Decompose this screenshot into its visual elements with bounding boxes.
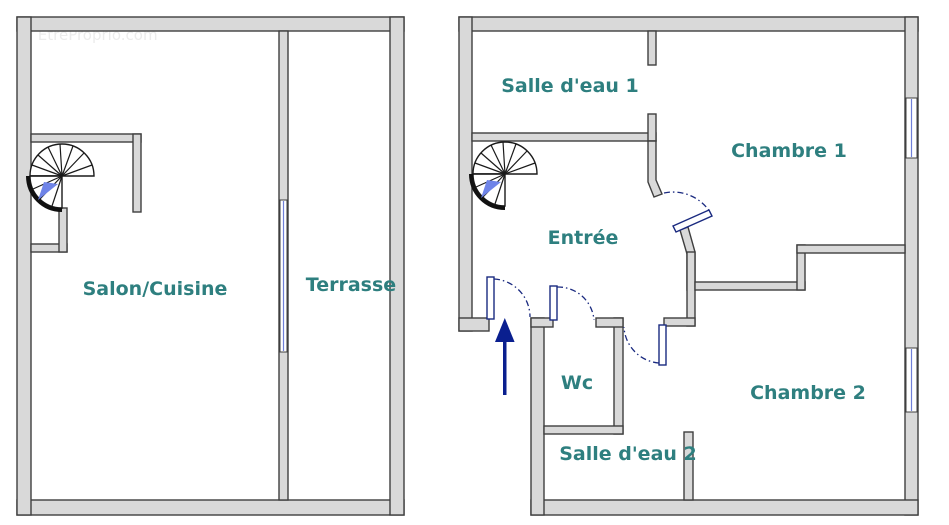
entry-arrow: [495, 318, 515, 395]
wall: [16, 16, 32, 516]
wall: [30, 133, 142, 143]
wall: [16, 16, 405, 32]
wall: [458, 16, 919, 32]
wall: [389, 16, 405, 516]
wall: [647, 30, 657, 66]
room-label-chambre-2: Chambre 2: [750, 382, 866, 404]
wall: [686, 251, 696, 327]
room-label-terrasse: Terrasse: [306, 274, 396, 296]
room-label-entree: Entrée: [548, 227, 619, 249]
wall: [471, 132, 657, 142]
spiral-staircase: [26, 143, 95, 212]
wall: [904, 16, 919, 516]
wall: [132, 133, 142, 213]
wall: [647, 140, 663, 198]
bedroom-window: [905, 347, 918, 413]
wall: [458, 317, 490, 332]
room-label-wc: Wc: [561, 372, 593, 394]
room-label-salon-cuisine: Salon/Cuisine: [83, 278, 228, 300]
door: [663, 191, 713, 233]
terrace-window: [279, 199, 288, 353]
wall: [16, 499, 405, 516]
wall: [683, 431, 694, 501]
wall: [595, 317, 624, 328]
door: [486, 276, 531, 320]
left-plan: [16, 16, 405, 516]
wall: [796, 244, 906, 254]
door: [549, 285, 595, 321]
door: [623, 324, 667, 366]
wall: [694, 281, 806, 291]
room-label-chambre-1: Chambre 1: [731, 140, 847, 162]
bedroom-window: [905, 97, 918, 159]
wall: [530, 317, 545, 516]
wall: [613, 317, 624, 435]
room-label-salle-eau-2: Salle d'eau 2: [559, 443, 697, 465]
wall: [530, 499, 919, 516]
wall: [543, 425, 624, 435]
wall: [663, 317, 696, 327]
wall: [530, 317, 554, 328]
room-label-salle-eau-1: Salle d'eau 1: [501, 75, 639, 97]
wall: [647, 113, 657, 142]
wall: [58, 207, 68, 253]
spiral-staircase: [469, 141, 538, 210]
